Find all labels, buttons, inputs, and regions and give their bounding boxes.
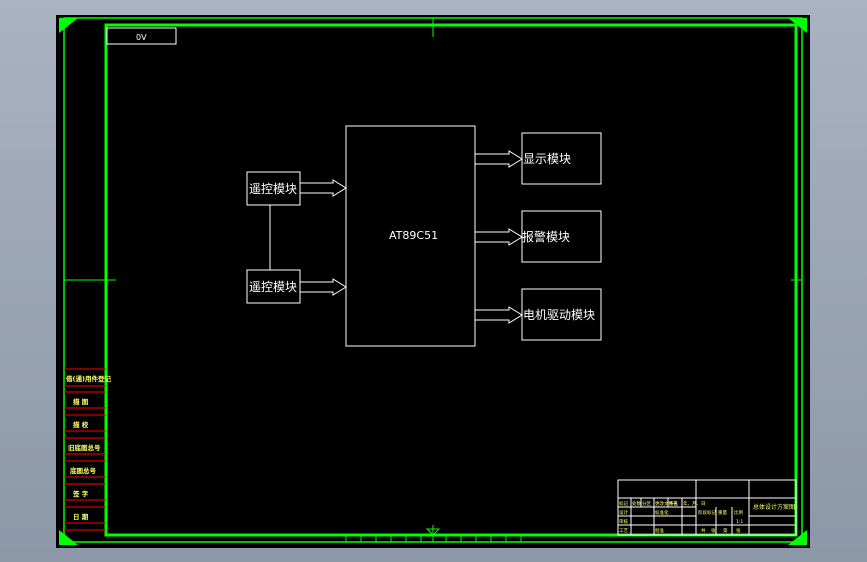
title-cell-standard: 标准化 xyxy=(655,509,669,516)
title-cell-nth: 第 xyxy=(723,527,728,534)
motor-label: 电机驱动模块 xyxy=(523,308,595,322)
title-cell-ratio: 比例 xyxy=(734,509,743,516)
title-cell-sign: 签名 xyxy=(669,500,678,507)
layer-tag-text: 0V xyxy=(136,33,147,42)
alarm-label: 报警模块 xyxy=(522,229,570,244)
scale-ticks xyxy=(345,535,522,542)
title-cell-weight: 重量 xyxy=(718,509,727,516)
left-table-row-7: 日 期 xyxy=(73,512,89,521)
corner-marker-bl xyxy=(59,530,78,545)
arrow-cpu-to-alarm xyxy=(474,228,523,246)
arrow-remote-bottom-to-cpu xyxy=(299,278,347,296)
remote-bottom-label: 遥控模块 xyxy=(249,280,297,294)
title-cell-sheet: 张 xyxy=(736,527,741,534)
title-cell-sheets: 张 xyxy=(711,527,716,534)
remote-top-label: 遥控模块 xyxy=(249,182,297,196)
title-cell-zone: 分区 xyxy=(642,500,651,507)
left-table-row-2: 描 图 xyxy=(73,397,89,406)
title-cell-craft: 工艺 xyxy=(619,528,628,534)
left-table-row-5: 底图总号 xyxy=(70,466,97,475)
outer-border xyxy=(63,17,803,543)
title-cell-change-doc: 更改文件号 xyxy=(655,500,678,507)
display-label: 显示模块 xyxy=(523,152,571,166)
title-cell-count: 处数 xyxy=(632,500,641,507)
title-cell-scale-value: 1:1 xyxy=(736,519,743,525)
title-cell-approve: 批准 xyxy=(655,527,664,534)
corner-marker-tl xyxy=(59,18,78,33)
layer-tag-box xyxy=(106,27,177,45)
title-cell-date: 年、月、日 xyxy=(683,500,706,507)
title-cell-total: 共 xyxy=(701,527,706,534)
corner-marker-br xyxy=(788,530,807,545)
left-table-row-3: 描 校 xyxy=(73,420,89,429)
title-block xyxy=(617,479,797,536)
cpu-label: AT89C51 xyxy=(389,229,438,242)
center-arrow-bottom xyxy=(425,528,441,536)
title-cell-design: 设计 xyxy=(619,509,628,516)
left-side-table xyxy=(64,368,106,531)
title-cell-review: 审核 xyxy=(619,518,628,525)
drawing-canvas: 0V AT89C51 遥控模块 遥控模块 显示模块 报警模块 电机驱动模块 xyxy=(59,17,807,545)
left-table-row-6: 签 字 xyxy=(72,489,89,498)
arrow-cpu-to-motor xyxy=(474,306,523,324)
drawing-sheet: 0V AT89C51 遥控模块 遥控模块 显示模块 报警模块 电机驱动模块 xyxy=(56,15,810,548)
arrow-cpu-to-display xyxy=(474,150,523,168)
left-table-row-4: 旧底图总号 xyxy=(68,443,101,452)
corner-marker-tr xyxy=(788,18,807,33)
left-table-row-1: 借(通)用件登记 xyxy=(65,374,111,383)
title-cell-stage: 阶段标记 xyxy=(698,509,716,516)
arrow-remote-top-to-cpu xyxy=(299,179,347,197)
inner-frame xyxy=(104,23,798,537)
title-block-drawing-name: 总体设计方案图 xyxy=(753,503,795,511)
title-cell-mark: 标记 xyxy=(619,500,628,507)
